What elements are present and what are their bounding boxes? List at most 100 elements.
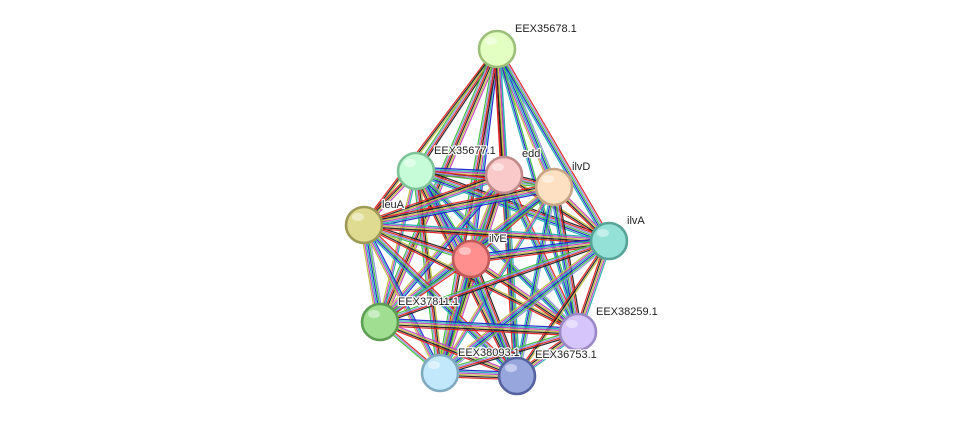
- node-circle[interactable]: [477, 29, 517, 69]
- edge-line: [470, 241, 610, 261]
- edge-line: [470, 238, 610, 258]
- edge-line: [364, 224, 442, 374]
- edge-line: [504, 173, 611, 241]
- edge-line: [438, 48, 497, 374]
- edge-ilve-eex38259-1: [469, 256, 580, 335]
- edge-line: [378, 323, 517, 379]
- edge-line: [440, 48, 499, 374]
- edge-line: [363, 224, 518, 377]
- node-circle[interactable]: [558, 312, 598, 352]
- edge-line: [361, 225, 439, 375]
- edge-line: [493, 49, 608, 244]
- edge-line: [437, 237, 608, 371]
- edge-line: [441, 243, 612, 377]
- edge-eex35677-1-eex37811-1: [377, 170, 419, 323]
- edge-line: [517, 186, 556, 377]
- node-label: EEX35678.1: [515, 23, 577, 35]
- edge-line: [469, 260, 578, 335]
- edge-line: [473, 257, 522, 376]
- edge-line: [469, 236, 610, 256]
- node-highlight: [368, 310, 380, 318]
- edge-line: [466, 259, 515, 378]
- node-circle[interactable]: [484, 155, 524, 195]
- edge-eex35677-1-ilva: [414, 166, 611, 246]
- node-eex35677-1[interactable]: EEX35677.1: [396, 144, 497, 191]
- edge-line: [438, 329, 578, 372]
- edge-line: [557, 185, 583, 332]
- node-label: ilvE: [489, 233, 507, 245]
- node-ilva[interactable]: ilvA: [589, 214, 647, 261]
- edge-line: [379, 317, 579, 329]
- edge-line: [496, 48, 610, 242]
- edge-line: [378, 238, 609, 321]
- edge-line: [362, 171, 504, 223]
- edge-line: [436, 257, 469, 373]
- edge-line: [438, 238, 609, 372]
- edge-eex35678-1-leua: [362, 47, 499, 227]
- node-eex38093-1[interactable]: EEX38093.1: [420, 346, 521, 393]
- node-edd[interactable]: edd: [484, 147, 542, 195]
- edge-line: [379, 320, 518, 376]
- edge-line: [516, 240, 610, 377]
- edge-line: [472, 48, 500, 260]
- node-circle[interactable]: [344, 205, 384, 245]
- node-highlight: [505, 364, 517, 372]
- edge-line: [515, 239, 609, 376]
- edge-line: [440, 258, 474, 374]
- edge-line: [379, 320, 579, 332]
- edge-line: [415, 169, 580, 333]
- edge-line: [363, 188, 556, 228]
- node-highlight: [597, 229, 609, 237]
- node-circle[interactable]: [451, 239, 491, 279]
- edge-ilva-eex37811-1: [378, 238, 611, 325]
- edge-line: [413, 170, 440, 374]
- node-eex38259-1[interactable]: EEX38259.1: [558, 305, 659, 352]
- node-highlight: [428, 361, 440, 369]
- edge-line: [379, 322, 579, 334]
- node-label: EEX36753.1: [535, 349, 597, 361]
- edge-line: [380, 48, 499, 323]
- edge-line: [552, 186, 578, 333]
- edge-line: [415, 171, 610, 243]
- node-ilve[interactable]: ilvE: [451, 232, 508, 279]
- node-highlight: [352, 213, 364, 221]
- edge-line: [514, 185, 553, 377]
- node-highlight: [566, 320, 578, 328]
- edge-line: [499, 48, 521, 377]
- edge-line: [468, 259, 516, 378]
- edge-line: [364, 190, 556, 230]
- edge-line: [472, 257, 520, 376]
- edge-ilve-eex38093-1: [436, 257, 475, 375]
- node-highlight: [459, 247, 471, 255]
- edge-line: [362, 182, 554, 222]
- node-label: EEX38259.1: [596, 306, 658, 318]
- node-eex35678-1[interactable]: EEX35678.1: [477, 22, 578, 69]
- edge-line: [379, 322, 518, 378]
- edge-line: [363, 224, 610, 242]
- edge-line: [554, 186, 580, 333]
- node-eex36753-1[interactable]: EEX36753.1: [497, 348, 598, 396]
- node-circle[interactable]: [534, 167, 574, 207]
- node-leua[interactable]: leuA: [344, 198, 406, 245]
- edge-eex37811-1-eex38259-1: [379, 317, 579, 337]
- edge-line: [362, 47, 497, 225]
- node-highlight: [485, 37, 497, 45]
- edge-line: [439, 240, 611, 375]
- node-circle[interactable]: [360, 302, 400, 342]
- edge-line: [440, 333, 580, 376]
- node-eex37811-1[interactable]: EEX37811.1: [360, 295, 460, 342]
- edge-line: [362, 172, 505, 225]
- edge-line: [363, 187, 555, 227]
- edge-line: [469, 258, 517, 377]
- node-circle[interactable]: [396, 151, 436, 191]
- node-label: EEX35677.1: [434, 145, 496, 157]
- node-circle[interactable]: [497, 356, 537, 396]
- edge-line: [379, 170, 417, 323]
- edge-line: [379, 319, 579, 331]
- node-ilvd[interactable]: ilvD: [534, 160, 592, 207]
- edge-line: [365, 223, 443, 373]
- node-circle[interactable]: [420, 353, 460, 393]
- edge-line: [415, 169, 610, 241]
- node-circle[interactable]: [589, 221, 629, 261]
